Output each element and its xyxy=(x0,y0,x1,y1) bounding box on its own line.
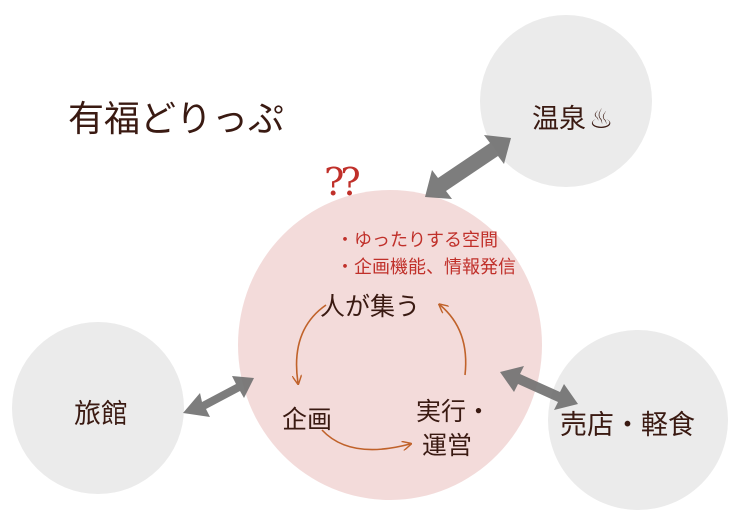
cycle-arrow-gather-to-plan xyxy=(297,304,327,383)
cycle-arrow-plan-to-execute xyxy=(321,429,410,450)
bullet-planning-info: ・企画機能、情報発信 xyxy=(336,257,516,278)
onsen-text: 温泉 xyxy=(532,104,586,135)
shop-circle xyxy=(548,330,728,510)
cycle-plan: 企画 xyxy=(282,405,333,434)
double-arrow-onsen xyxy=(425,135,511,199)
page-title: 有福どりっぷ xyxy=(68,99,285,140)
ryokan-circle xyxy=(12,322,184,494)
hot-spring-icon: ♨ xyxy=(589,104,614,135)
onsen-label: 温泉♨ xyxy=(532,97,613,136)
cycle-arrow-execute-to-gather xyxy=(440,305,467,376)
cycle-execute-line1: 実行・ xyxy=(416,397,492,426)
shop-label: 売店・軽食 xyxy=(560,410,695,441)
double-arrow-ryokan xyxy=(183,376,254,417)
cycle-gather: 人が集う xyxy=(320,292,421,321)
question-marks: ?? xyxy=(324,160,361,204)
cycle-execute-line2: 運営 xyxy=(422,431,473,460)
onsen-circle xyxy=(480,15,652,187)
bullet-relax-space: ・ゆったりする空間 xyxy=(336,230,498,251)
ryokan-label: 旅館 xyxy=(74,399,128,430)
double-arrow-shop xyxy=(500,366,578,410)
